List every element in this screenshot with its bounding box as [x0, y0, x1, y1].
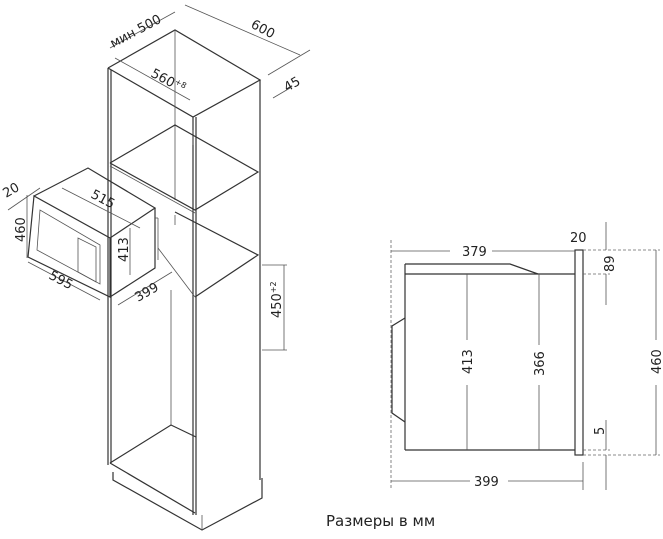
- top-offset-label: 89: [603, 255, 618, 272]
- side-view-drawing: [390, 240, 660, 490]
- bottom-offset-label: 5: [593, 427, 608, 435]
- body-depth-label: 399: [133, 280, 162, 305]
- back-gap-label: 45: [282, 74, 304, 95]
- body-height-label: 413: [117, 237, 132, 262]
- inner-height-label: 366: [533, 351, 548, 376]
- total-height-label: 460: [650, 349, 663, 374]
- iso-dimension-labels: мин 500 600 560+8 45 450+2 20 460 595 51…: [1, 12, 304, 318]
- side-body-height-label: 413: [461, 349, 476, 374]
- niche-height-label: 450+2: [269, 281, 285, 318]
- min-depth-label: мин 500: [108, 12, 164, 51]
- side-depth-label: 379: [462, 245, 487, 260]
- side-dimension-lines: [391, 222, 657, 490]
- inner-width-label: 560+8: [148, 65, 188, 96]
- frame-height-label: 460: [14, 217, 29, 242]
- total-depth-label: 399: [474, 475, 499, 490]
- microwave-iso-drawing: [27, 167, 159, 298]
- frame-thickness-label: 20: [570, 231, 587, 246]
- units-caption: Размеры в мм: [326, 512, 436, 530]
- cabinet-drawing: [107, 29, 263, 531]
- frame-width-label: 595: [46, 268, 75, 293]
- iso-dimension-lines: [7, 4, 311, 351]
- frame-depth-label: 20: [1, 180, 23, 201]
- side-dimension-labels: 379 20 89 413 366 460 5 399: [461, 231, 663, 490]
